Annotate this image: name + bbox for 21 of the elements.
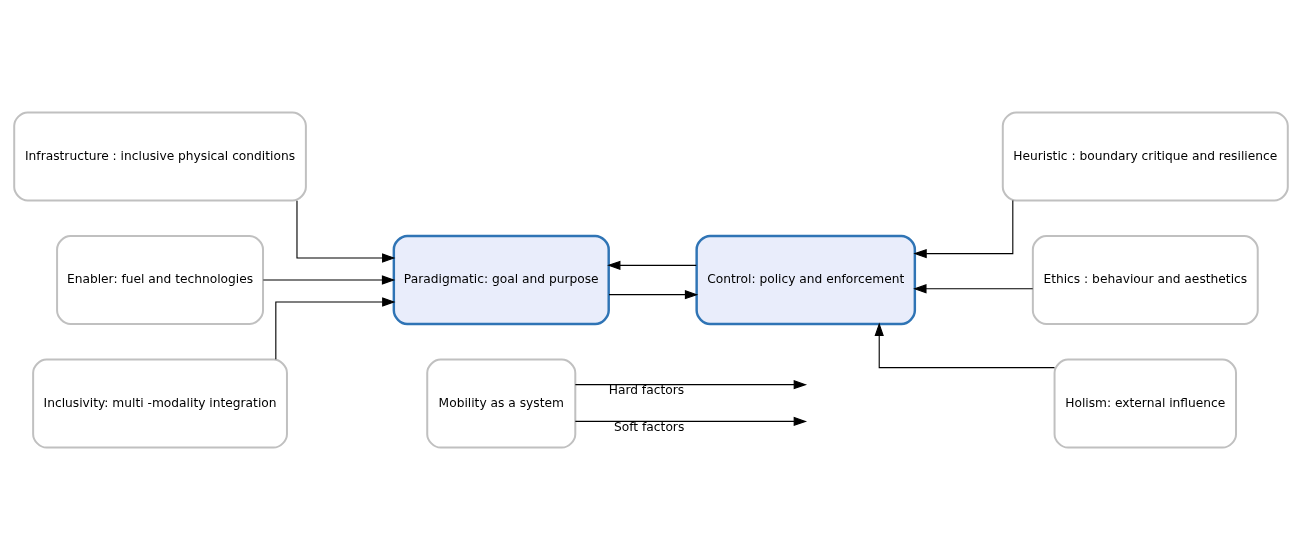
node-box: Holism: external influence [1053,358,1237,449]
node-box: Paradigmatic: goal and purpose [392,234,610,326]
arrow [574,379,808,390]
arrow [296,200,396,263]
node-box: Mobility as a system [426,358,577,449]
arrow [913,199,1014,259]
edge-label: Soft factors [614,420,685,435]
arrow [608,290,699,300]
node-box: Ethics : behaviour and aesthetics [1031,235,1259,325]
arrow [574,416,808,427]
arrow [913,284,1034,294]
arrow [262,275,396,285]
arrow [275,297,396,360]
arrow [607,260,697,270]
edge-label: Hard factors [608,383,685,398]
node-box: Inclusivity: multi -modality integration [32,358,288,449]
node-box: Enabler: fuel and technologies [56,235,265,325]
node-box: Control: policy and enforcement [695,234,917,326]
node-box: Heuristic : boundary critique and resilience [1001,111,1289,202]
node-box: Infrastructure : inclusive physical conditions [13,111,307,202]
arrow [874,322,1056,369]
